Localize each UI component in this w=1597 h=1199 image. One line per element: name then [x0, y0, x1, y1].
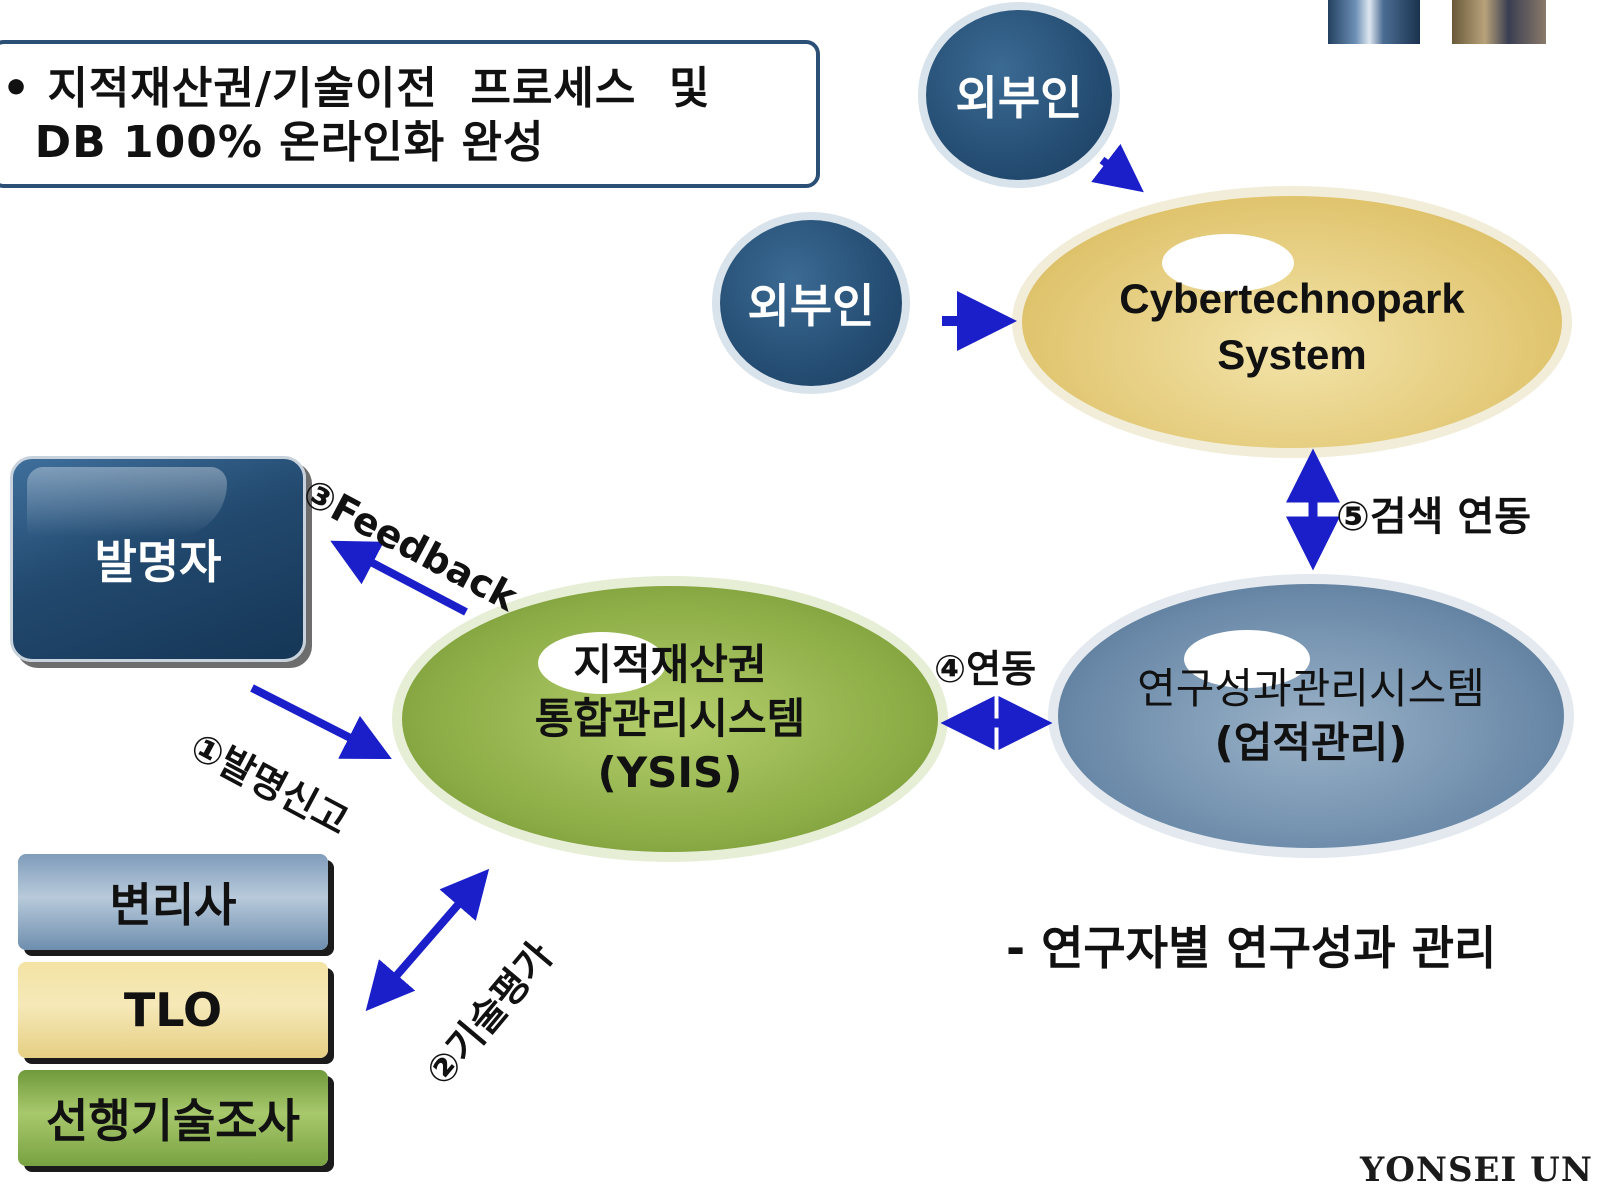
link-label: ④연동 — [934, 638, 1036, 693]
ysis-title-line-1: 지적재산권 — [573, 640, 767, 689]
outsider-circle-top: 외부인 — [926, 10, 1112, 180]
arrow-feedback — [330, 540, 468, 616]
summary-box — [0, 40, 820, 188]
arrow-outsider-top-to-cyber — [1091, 143, 1144, 193]
research-subtitle: (업적관리) — [1214, 718, 1408, 767]
link-text: ④연동 — [934, 647, 1037, 691]
patent-attorney-box: 변리사 — [18, 854, 328, 950]
summary-text: • 지적재산권/기술이전 프로세스 및 DB 100% 온라인화 완성 — [2, 62, 802, 170]
university-logo-text: YONSEI UN — [1360, 1150, 1593, 1190]
summary-line-1: • 지적재산권/기술이전 프로세스 및 — [2, 63, 711, 114]
ellipse-highlight — [538, 632, 666, 694]
ysis-ellipse: 지적재산권 통합관리시스템 (YSIS) — [402, 586, 938, 852]
ellipse-highlight — [1184, 630, 1310, 688]
outsider-label: 외부인 — [747, 279, 875, 333]
outsider-circle-left: 외부인 — [720, 220, 902, 386]
search-link-text: ⑤검색 연동 — [1336, 494, 1531, 540]
cybertechnopark-system-ellipse: Cybertechnopark System — [1022, 196, 1562, 448]
building-photo-1 — [1328, 0, 1420, 44]
summary-line-2: DB 100% 온라인화 완성 — [2, 117, 545, 168]
outsider-label: 외부인 — [955, 71, 1083, 125]
tlo-box: TLO — [18, 962, 328, 1058]
research-note: - 연구자별 연구성과 관리 — [1006, 921, 1497, 975]
ysis-title-line-2: 통합관리시스템 — [534, 694, 806, 743]
ysis-abbreviation: (YSIS) — [597, 748, 743, 797]
building-photo-2 — [1452, 0, 1546, 44]
search-link-label: ⑤검색 연동 — [1336, 484, 1531, 542]
tlo-label: TLO — [123, 983, 223, 1037]
arrow-tech-evaluation — [365, 868, 490, 1012]
arrow-invention-report — [250, 684, 392, 760]
research-title: 연구성과관리시스템 — [1137, 664, 1485, 713]
inventor-box: 발명자 — [10, 456, 306, 662]
cybertechnopark-subtitle: System — [1217, 331, 1367, 378]
ellipse-highlight — [1162, 234, 1294, 292]
cybertechnopark-title: Cybertechnopark — [1119, 275, 1465, 322]
research-performance-ellipse: 연구성과관리시스템 (업적관리) — [1058, 584, 1564, 848]
patent-attorney-label: 변리사 — [109, 878, 237, 932]
prior-art-search-label: 선행기술조사 — [46, 1094, 300, 1148]
prior-art-search-box: 선행기술조사 — [18, 1070, 328, 1166]
inventor-label: 발명자 — [94, 535, 222, 589]
